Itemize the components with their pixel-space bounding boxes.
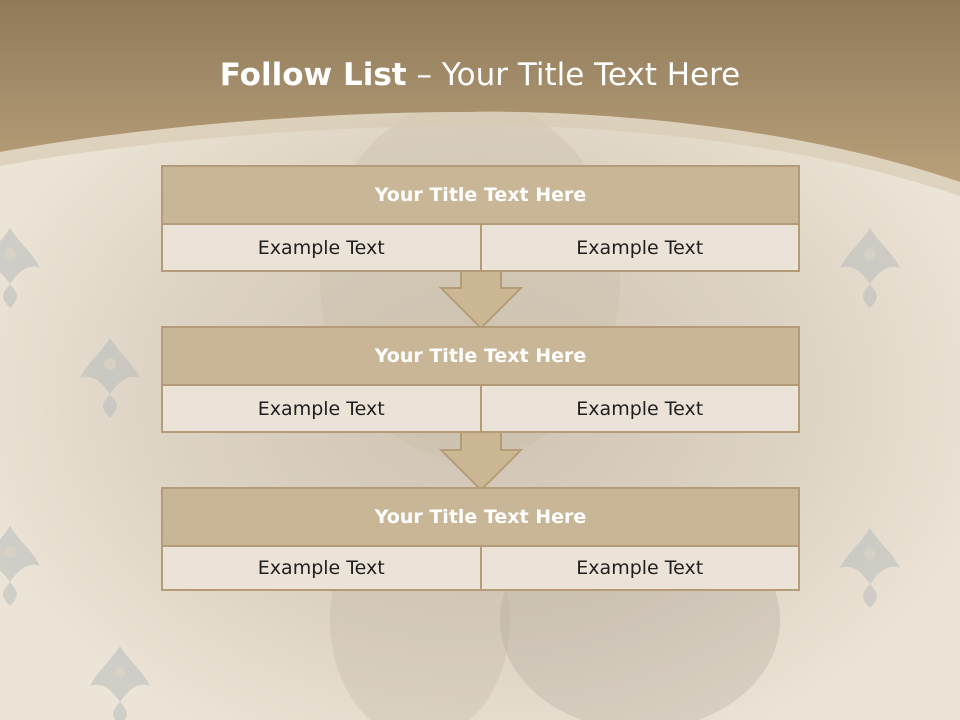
step-cell-left: Example Text <box>163 547 480 589</box>
down-arrow-icon <box>439 268 523 330</box>
down-arrow-icon <box>439 430 523 492</box>
step-cell-right: Example Text <box>479 547 798 589</box>
step-box-1: Your Title Text Here Example Text Exampl… <box>161 165 800 272</box>
step-row: Example Text Example Text <box>163 547 798 589</box>
step-box-3: Your Title Text Here Example Text Exampl… <box>161 487 800 591</box>
step-cell-left: Example Text <box>163 225 480 270</box>
step-cell-left: Example Text <box>163 386 480 431</box>
step-row: Example Text Example Text <box>163 225 798 270</box>
title-bold: Follow List <box>219 57 407 93</box>
title-rest: – Your Title Text Here <box>416 57 741 93</box>
slide-title: Follow List – Your Title Text Here <box>0 52 960 98</box>
step-title: Your Title Text Here <box>163 328 798 386</box>
step-row: Example Text Example Text <box>163 386 798 431</box>
step-title: Your Title Text Here <box>163 489 798 547</box>
step-cell-right: Example Text <box>479 386 798 431</box>
step-box-2: Your Title Text Here Example Text Exampl… <box>161 326 800 433</box>
step-cell-right: Example Text <box>479 225 798 270</box>
step-title: Your Title Text Here <box>163 167 798 225</box>
